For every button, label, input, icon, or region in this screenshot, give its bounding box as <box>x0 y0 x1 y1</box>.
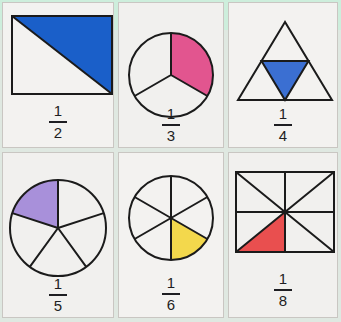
numerator: 1 <box>279 271 287 287</box>
fraction-bar <box>49 294 67 296</box>
numerator: 1 <box>54 276 62 292</box>
denominator: 5 <box>54 298 62 314</box>
radius-lines <box>12 180 103 267</box>
shaded-quarter <box>262 61 309 100</box>
fraction-bar <box>274 124 292 126</box>
circle-outline <box>10 180 106 276</box>
fraction-bar <box>274 289 292 291</box>
circle-outline <box>129 33 213 117</box>
fraction-card: 16 <box>118 152 224 318</box>
fraction-card: 12 <box>2 2 114 148</box>
fraction-bar <box>162 124 180 126</box>
diagonal-line <box>12 16 112 94</box>
fraction-bar <box>49 121 67 123</box>
card-paper <box>118 152 224 318</box>
fraction-card: 15 <box>2 152 114 318</box>
inner-triangle <box>262 61 309 100</box>
denominator: 3 <box>167 128 175 144</box>
shaded-half <box>12 16 112 94</box>
fraction-label: 12 <box>3 103 113 141</box>
card-paper <box>2 152 114 318</box>
circle-outline <box>129 176 213 260</box>
denominator: 6 <box>167 297 175 313</box>
fraction-card: 18 <box>228 152 338 318</box>
fraction-label: 16 <box>119 275 223 313</box>
numerator: 1 <box>167 106 175 122</box>
numerator: 1 <box>54 103 62 119</box>
card-paper <box>228 2 338 148</box>
fraction-label: 14 <box>229 106 337 144</box>
card-paper <box>2 2 114 148</box>
fraction-bar <box>162 293 180 295</box>
square-outline <box>12 16 112 94</box>
fraction-card: 14 <box>228 2 338 148</box>
shaded-sixth <box>171 218 207 260</box>
fraction-card: 13 <box>118 2 224 148</box>
fraction-label: 13 <box>119 106 223 144</box>
fraction-label: 18 <box>229 271 337 309</box>
numerator: 1 <box>167 275 175 291</box>
denominator: 4 <box>279 128 287 144</box>
rectangle-outline <box>236 172 334 252</box>
numerator: 1 <box>279 106 287 122</box>
radius-lines <box>135 33 208 96</box>
card-paper <box>228 152 338 318</box>
division-lines <box>236 172 334 252</box>
fraction-label: 15 <box>3 276 113 314</box>
diameter-lines <box>135 176 208 260</box>
denominator: 2 <box>54 125 62 141</box>
card-paper <box>118 2 224 148</box>
denominator: 8 <box>279 293 287 309</box>
triangle-outline <box>238 22 332 100</box>
